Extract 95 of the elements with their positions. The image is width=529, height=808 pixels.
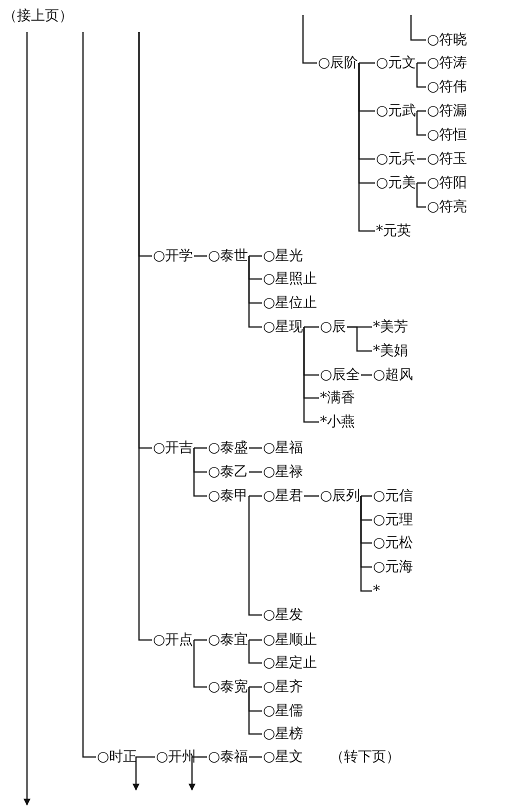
connector-line: [249, 639, 262, 641]
person-name: ○辰阶: [318, 54, 358, 72]
person-name: ○元信: [373, 487, 414, 505]
person-name: *元英: [376, 222, 411, 240]
connector-line: [303, 326, 319, 423]
arrow: [132, 756, 140, 791]
person-name: ○元美: [376, 174, 416, 192]
person-name: *美娟: [373, 342, 408, 360]
person-name: ○元兵: [376, 150, 416, 168]
person-name: ○泰福: [208, 748, 248, 766]
person-name: ○符恒: [427, 126, 468, 144]
person-name: ○泰世: [208, 247, 248, 265]
connector-line: [302, 15, 317, 64]
connector-line: [304, 495, 319, 497]
page-note: （接上页）: [3, 7, 73, 25]
person-name: ○超风: [373, 366, 414, 384]
person-name: ○星榜: [263, 725, 304, 743]
person-name: ○元海: [373, 558, 414, 576]
connector-line: [248, 686, 262, 735]
connector-line: [416, 182, 426, 208]
person-name: ○辰列: [320, 487, 360, 505]
connector-line: [416, 110, 426, 136]
person-name: ○星光: [263, 247, 304, 265]
person-name: ○泰甲: [208, 487, 248, 505]
connector-line: [248, 495, 262, 616]
connector-line: [249, 686, 262, 688]
person-name: ○元理: [373, 511, 414, 529]
connector-line: [197, 756, 207, 758]
connector-line: [248, 639, 262, 664]
arrow: [188, 756, 197, 791]
person-name: ○星福: [263, 439, 304, 457]
connector-line: [417, 110, 426, 112]
person-name: ○泰宽: [208, 678, 248, 696]
person-name: ○符玉: [427, 150, 468, 168]
person-name: *小燕: [320, 413, 355, 431]
connector-line: [361, 374, 372, 376]
connector-line: [359, 62, 375, 64]
connector-line: [417, 62, 426, 64]
person-name: ○元松: [373, 534, 414, 552]
connector-line: [416, 62, 426, 88]
person-name: ○符阳: [427, 174, 468, 192]
person-name: ○星顺止: [263, 631, 318, 649]
person-name: ○星现: [263, 318, 304, 336]
person-name: ○星照止: [263, 270, 318, 288]
person-name: ○泰宜: [208, 631, 248, 649]
person-name: ○星禄: [263, 463, 304, 481]
person-name: ○时正: [97, 748, 138, 766]
connector-line: [193, 447, 207, 497]
person-name: ○符晓: [427, 31, 468, 49]
person-name: ○开学: [153, 247, 194, 265]
person-name: ○元武: [376, 102, 416, 120]
connector-line: [138, 32, 152, 641]
person-name: ○星定止: [263, 654, 318, 672]
person-name: ○星位止: [263, 294, 318, 312]
connector-line: [193, 639, 207, 688]
person-name: ○符伟: [427, 78, 468, 96]
person-name: ○泰盛: [208, 439, 248, 457]
person-name: ○星君: [263, 487, 304, 505]
person-name: ○开吉: [153, 439, 194, 457]
person-name: ○辰: [320, 318, 346, 336]
person-name: ○符漏: [427, 102, 468, 120]
person-name: *满香: [320, 389, 355, 407]
connector-line: [361, 495, 372, 497]
connector-line: [82, 32, 96, 758]
connector-line: [249, 255, 262, 257]
person-name: ○星齐: [263, 678, 304, 696]
connector-line: [360, 495, 372, 592]
connector-line: [194, 447, 207, 449]
connector-line: [410, 15, 426, 41]
page-note: （转下页）: [330, 748, 400, 766]
connector-line: [417, 158, 426, 160]
connector-line: [138, 756, 155, 758]
person-name: ○星儒: [263, 702, 304, 720]
person-name: ○符亮: [427, 198, 468, 216]
person-name: ○星发: [263, 606, 304, 624]
person-name: ○元文: [376, 54, 416, 72]
person-name: ○开州: [156, 748, 196, 766]
connector-line: [417, 182, 426, 184]
person-name: ○星文: [263, 748, 304, 766]
person-name: ○辰全: [320, 366, 360, 384]
person-name: ○符涛: [427, 54, 468, 72]
connector-line: [249, 495, 262, 497]
connector-line: [249, 756, 262, 758]
person-name: *: [373, 582, 380, 600]
connector-line: [358, 62, 375, 232]
connector-line: [248, 255, 262, 328]
person-name: ○开点: [153, 631, 194, 649]
connector-line: [304, 326, 319, 328]
connector-line: [194, 639, 207, 641]
connector-line: [249, 471, 262, 473]
person-name: *美芳: [373, 318, 408, 336]
connector-line: [347, 326, 372, 352]
person-name: ○泰乙: [208, 463, 248, 481]
connector-line: [249, 447, 262, 449]
connector-line: [194, 255, 207, 257]
